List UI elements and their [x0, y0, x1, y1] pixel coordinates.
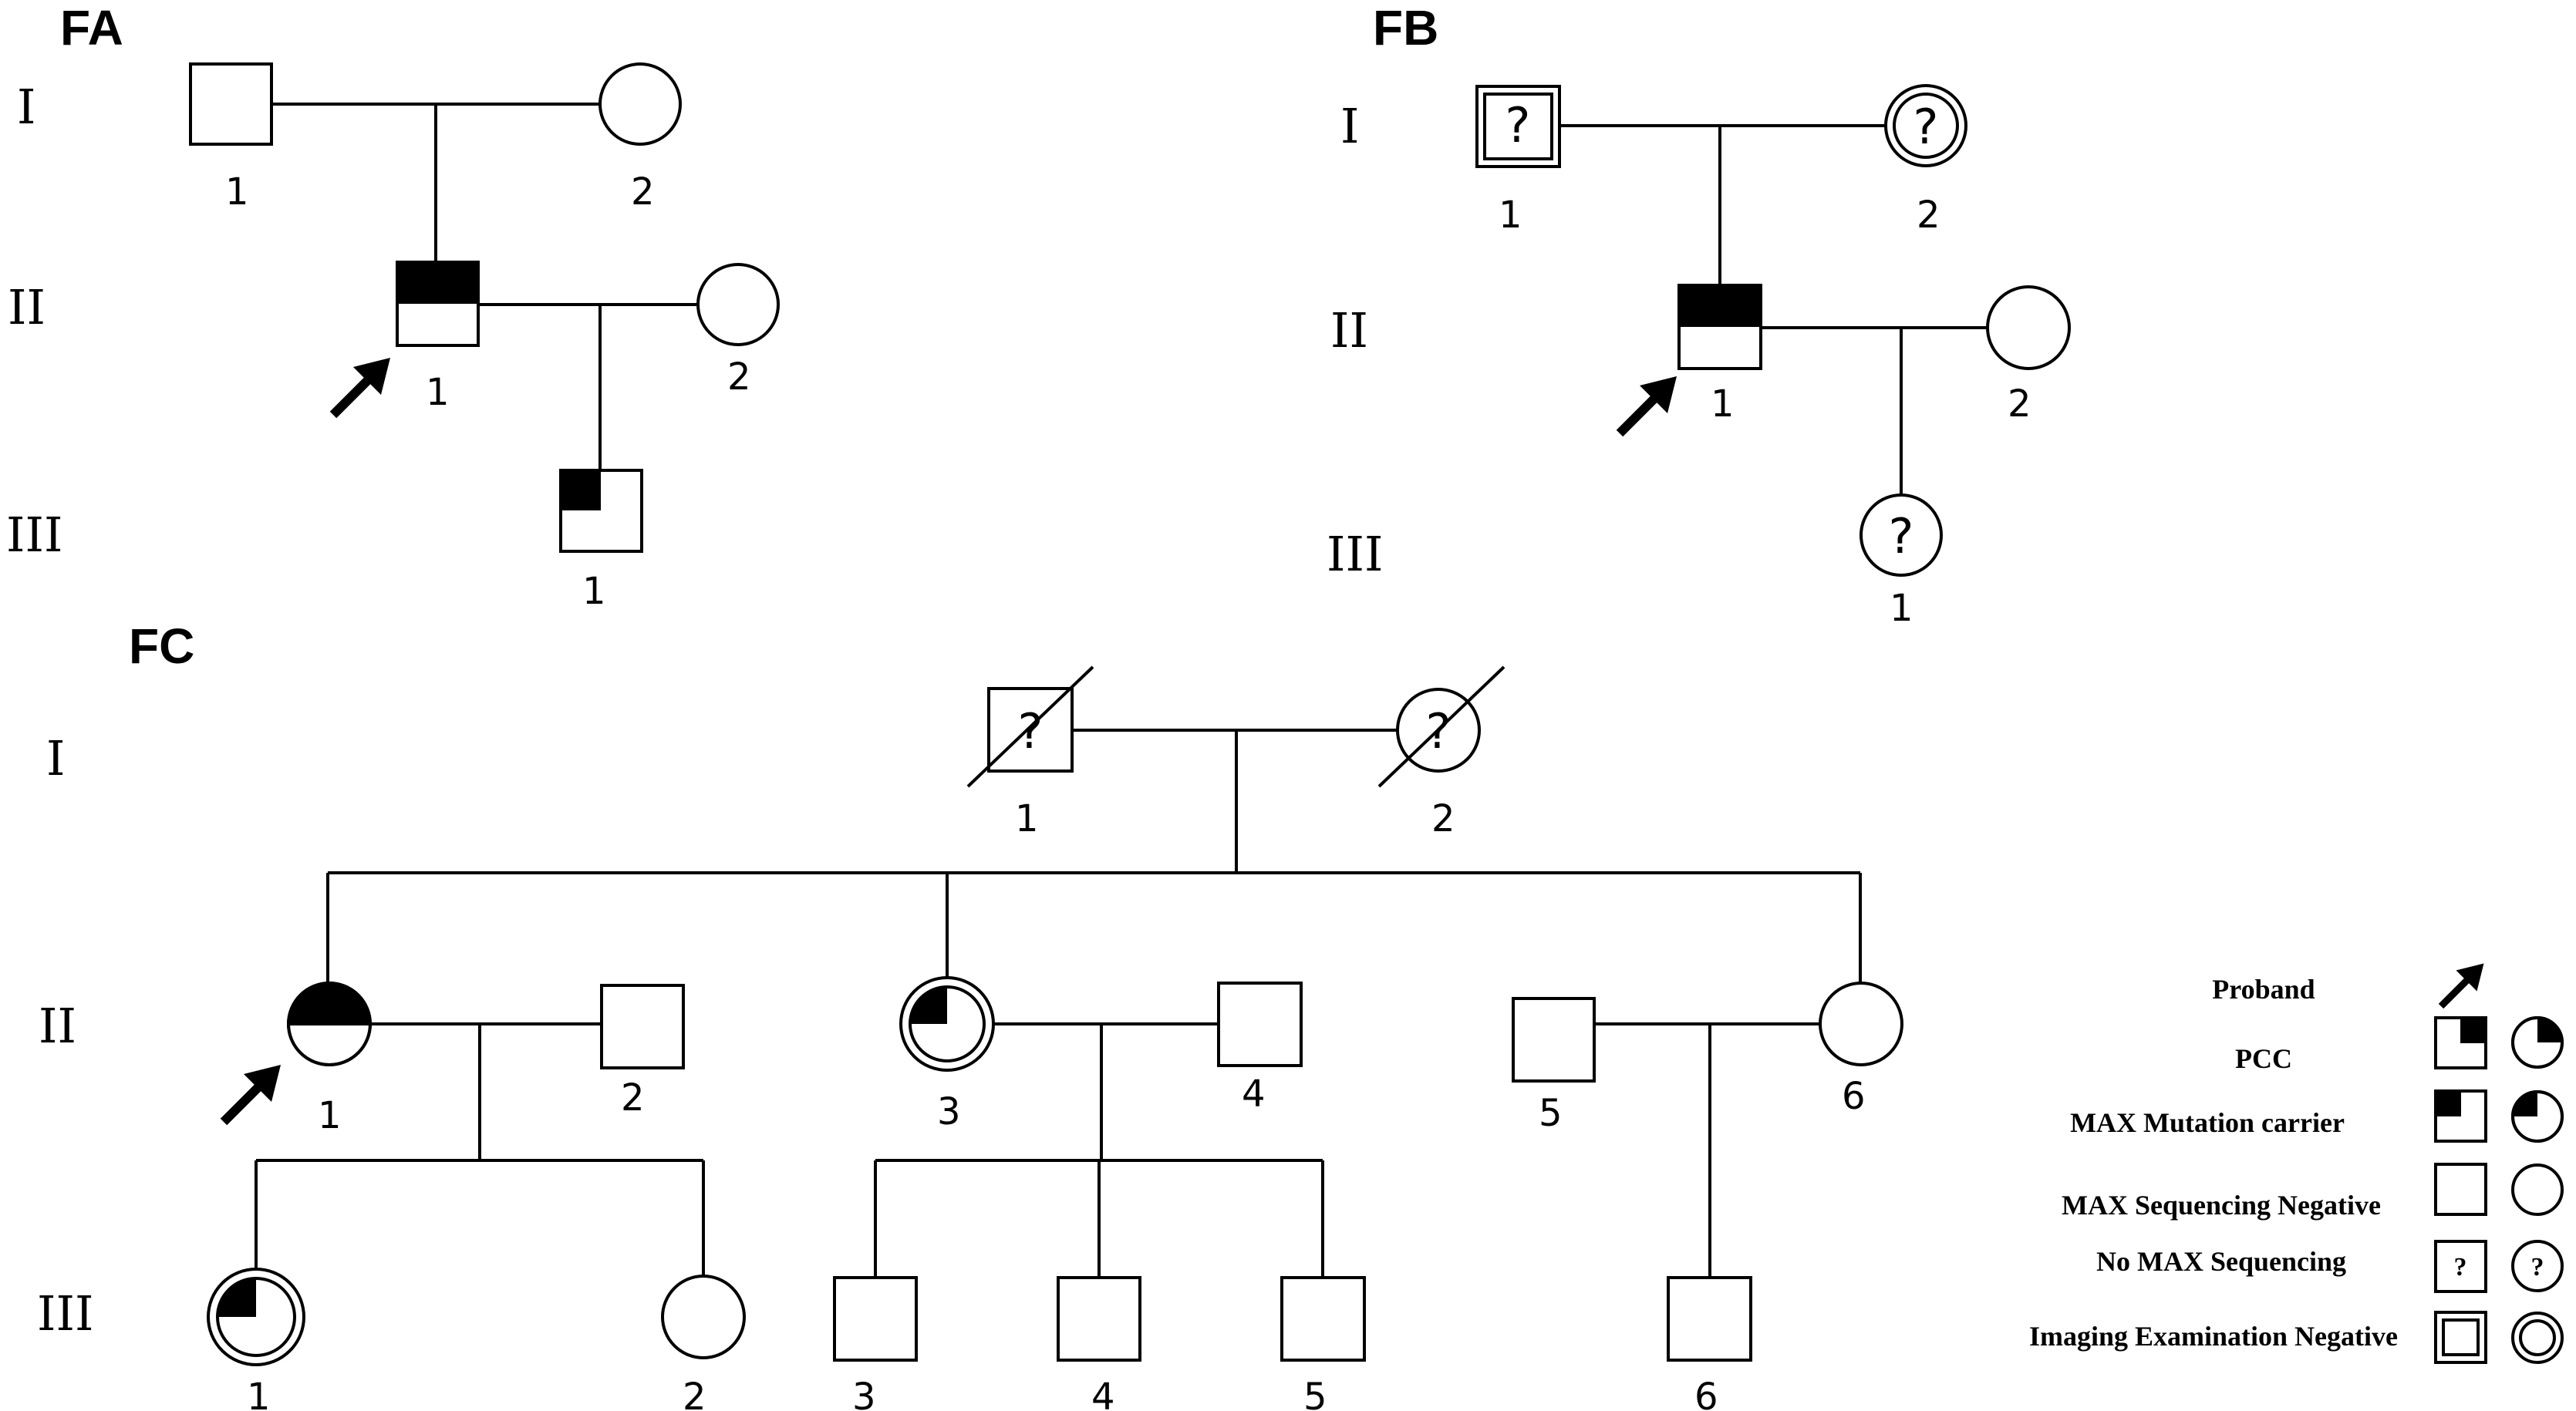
fb-i2-imaging-negative-female-symbol: [1884, 84, 1967, 167]
fb-i1-imaging-negative-male-symbol: [1475, 85, 1561, 168]
family-fb-title: FB: [1373, 0, 1438, 56]
legend-no-sequencing-male-icon: [2434, 1240, 2487, 1293]
fc-iii2-female-symbol: [661, 1275, 746, 1359]
fc-iii2-label: 2: [683, 1376, 706, 1411]
legend-imaging-male-icon: [2434, 1311, 2487, 1364]
fa-i2-female-symbol: [598, 62, 682, 146]
fc-iii4-male-symbol: [1057, 1276, 1141, 1362]
fc-iii6-male-symbol: [1667, 1276, 1752, 1362]
generation-label-i: I: [46, 730, 66, 786]
fb-i2-question-mark: ?: [1913, 99, 1939, 155]
fa-relationship-lines: [271, 103, 698, 470]
generation-label-iii: III: [1327, 526, 1383, 582]
fc-i2-deceased-slash: [1377, 665, 1505, 788]
fc-ii2-male-symbol: [600, 984, 685, 1069]
legend-negative-label: MAX Sequencing Negative: [2062, 1190, 2381, 1221]
fc-ii1-label: 1: [318, 1094, 342, 1137]
fc-i2-question-mark: ?: [1426, 703, 1452, 759]
fc-ii3-pcc-female-symbol: [899, 976, 995, 1072]
legend-pcc-female-icon: [2511, 1016, 2564, 1069]
fc-ii3-label: 3: [937, 1090, 961, 1133]
legend-carrier-female-icon: [2511, 1090, 2564, 1143]
fc-i1-label: 1: [1015, 797, 1039, 840]
fc-relationship-lines: [255, 729, 1862, 1278]
fa-i1-label: 1: [225, 170, 249, 214]
fb-ii2-female-symbol: [1986, 285, 2071, 370]
fc-ii4-male-symbol: [1217, 982, 1303, 1067]
legend-no-sequencing-label: No MAX Sequencing: [2096, 1246, 2346, 1277]
generation-label-i: I: [1340, 98, 1360, 154]
legend-no-sequencing-female-icon: [2511, 1240, 2564, 1292]
fb-iii1-no-sequencing-female-symbol: [1860, 493, 1943, 577]
fa-iii1-pcc-male-symbol: [559, 469, 643, 553]
generation-label-iii: III: [37, 1285, 93, 1342]
family-fc: FC I II III: [37, 618, 1903, 1411]
fc-iii6-label: 6: [1694, 1376, 1718, 1411]
fa-ii2-female-symbol: [696, 263, 780, 346]
legend-no-sequencing-male-question-mark: ?: [2454, 1253, 2467, 1281]
fc-iii5-male-symbol: [1280, 1276, 1366, 1362]
fc-i1-deceased-male-symbol: [987, 687, 1074, 773]
legend-imaging-label: Imaging Examination Negative: [2029, 1321, 2398, 1352]
fc-ii4-label: 4: [1242, 1073, 1266, 1116]
legend: Proband PCC MAX Mutation carrier MAX Seq…: [2029, 964, 2564, 1364]
legend-pcc-male-icon: [2434, 1016, 2487, 1069]
legend-negative-female-icon: [2511, 1163, 2564, 1216]
family-fa: FA I II III 1 2 1 2: [6, 0, 780, 613]
fa-ii1-carrier-male-symbol: [396, 261, 480, 347]
legend-proband-arrow-icon: [2441, 964, 2484, 1007]
generation-label-ii: II: [8, 279, 46, 335]
generation-label-ii: II: [1330, 302, 1368, 359]
fb-proband-arrow-icon: [1620, 376, 1677, 433]
fc-ii5-label: 5: [1539, 1092, 1563, 1135]
fa-ii1-label: 1: [426, 371, 450, 414]
family-fc-title: FC: [129, 618, 194, 674]
fc-i1-question-mark: ?: [1018, 703, 1044, 759]
fc-iii3-male-symbol: [833, 1276, 918, 1362]
fb-iii1-label: 1: [1890, 587, 1913, 630]
fb-ii1-label: 1: [1711, 382, 1735, 426]
fc-iii4-label: 4: [1091, 1376, 1115, 1411]
generation-label-ii: II: [39, 998, 76, 1054]
fc-iii5-label: 5: [1303, 1376, 1327, 1411]
legend-carrier-male-icon: [2434, 1089, 2487, 1143]
generation-label-iii: III: [6, 507, 62, 563]
legend-negative-male-icon: [2434, 1163, 2487, 1216]
fb-iii1-question-mark: ?: [1889, 508, 1914, 564]
fc-ii2-label: 2: [621, 1076, 645, 1120]
legend-carrier-label: MAX Mutation carrier: [2070, 1107, 2345, 1138]
legend-no-sequencing-female-question-mark: ?: [2531, 1253, 2544, 1281]
fc-iii3-label: 3: [852, 1376, 876, 1411]
fc-ii6-label: 6: [1842, 1075, 1866, 1118]
fc-ii1-carrier-female-symbol: [287, 982, 372, 1066]
fc-iii1-label: 1: [247, 1376, 271, 1411]
legend-proband-label: Proband: [2212, 974, 2315, 1005]
family-fb: FB I II III ? 1 ? 2 1: [1327, 0, 2071, 630]
fb-i2-label: 2: [1917, 194, 1940, 237]
fc-i1-deceased-slash: [966, 665, 1094, 788]
fb-ii2-label: 2: [2008, 382, 2031, 426]
family-fa-title: FA: [60, 0, 123, 56]
fa-proband-arrow-icon: [333, 358, 390, 415]
fc-i2-label: 2: [1431, 797, 1455, 840]
legend-pcc-label: PCC: [2235, 1043, 2292, 1074]
fc-ii6-female-symbol: [1819, 982, 1903, 1066]
fc-proband-arrow-icon: [224, 1065, 281, 1122]
fc-iii1-pcc-female-symbol: [207, 1268, 305, 1366]
fa-iii1-label: 1: [582, 570, 606, 613]
fb-i1-label: 1: [1499, 194, 1522, 237]
generation-label-i: I: [17, 79, 36, 135]
fa-i1-male-symbol: [189, 62, 273, 146]
fb-ii1-carrier-male-symbol: [1677, 284, 1762, 370]
fb-relationship-lines: [1558, 124, 1988, 495]
fc-ii5-male-symbol: [1512, 997, 1596, 1083]
fa-i2-label: 2: [631, 170, 655, 214]
fb-i1-question-mark: ?: [1505, 97, 1531, 153]
fa-ii2-label: 2: [727, 355, 751, 399]
legend-imaging-female-icon: [2511, 1312, 2564, 1364]
